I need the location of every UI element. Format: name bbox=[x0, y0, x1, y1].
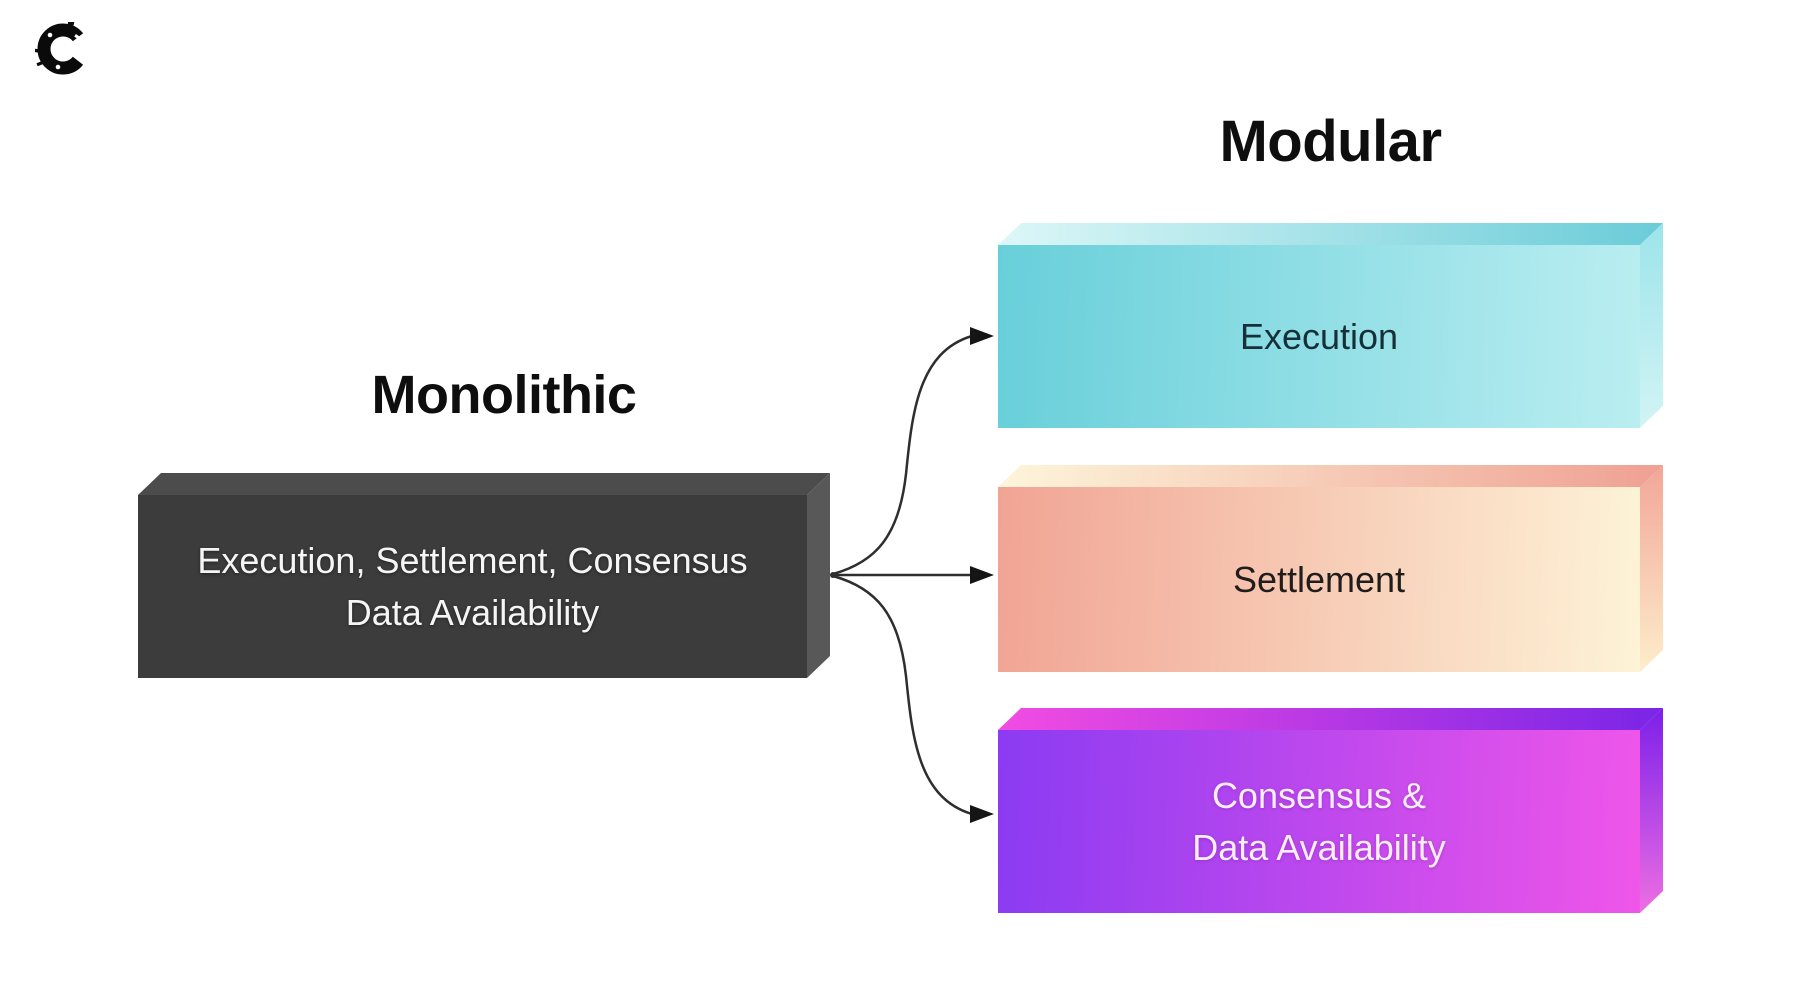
monolithic-box-label-line1: Execution, Settlement, Consensus bbox=[197, 539, 748, 581]
modular-box-execution: Execution bbox=[998, 223, 1663, 428]
monolithic-heading: Monolithic bbox=[371, 365, 637, 425]
arrow-to-consensus-da bbox=[832, 574, 973, 816]
modular-box-settlement: Settlement bbox=[998, 465, 1663, 672]
monolithic-box-side-face bbox=[807, 473, 830, 678]
arrow-to-execution-head bbox=[970, 327, 994, 345]
execution-box-side-face bbox=[1640, 223, 1663, 428]
monolithic-box-label-line2: Data Availability bbox=[345, 591, 600, 633]
celestia-c-icon bbox=[33, 20, 84, 75]
monolithic-box: Execution, Settlement, Consensus Data Av… bbox=[138, 473, 830, 678]
arrow-to-execution bbox=[832, 334, 973, 576]
execution-box-label: Execution bbox=[1239, 315, 1399, 357]
celestia-logo bbox=[33, 20, 91, 80]
settlement-box-label: Settlement bbox=[1232, 558, 1406, 600]
monolithic-box-front-face: Execution, Settlement, Consensus Data Av… bbox=[138, 495, 807, 678]
arrow-to-consensus-da-head bbox=[970, 805, 994, 823]
consensus-box-top-face bbox=[998, 708, 1663, 730]
settlement-box-front-face: Settlement bbox=[998, 487, 1640, 672]
execution-box-top-face bbox=[998, 223, 1663, 245]
arrow-to-settlement-head bbox=[970, 566, 994, 584]
consensus-box-side-face bbox=[1640, 708, 1663, 913]
modular-box-consensus-da: Consensus & Data Availability bbox=[998, 708, 1663, 913]
arrow-origin-dot bbox=[830, 572, 836, 578]
modular-heading: Modular bbox=[1219, 109, 1442, 174]
consensus-box-label-line1: Consensus & bbox=[1211, 774, 1427, 816]
consensus-box-label-line2: Data Availability bbox=[1192, 826, 1446, 868]
monolithic-box-top-face bbox=[138, 473, 830, 495]
execution-box-front-face: Execution bbox=[998, 245, 1640, 428]
settlement-box-top-face bbox=[998, 465, 1663, 487]
settlement-box-side-face bbox=[1640, 465, 1663, 672]
consensus-box-front-face: Consensus & Data Availability bbox=[998, 730, 1640, 913]
